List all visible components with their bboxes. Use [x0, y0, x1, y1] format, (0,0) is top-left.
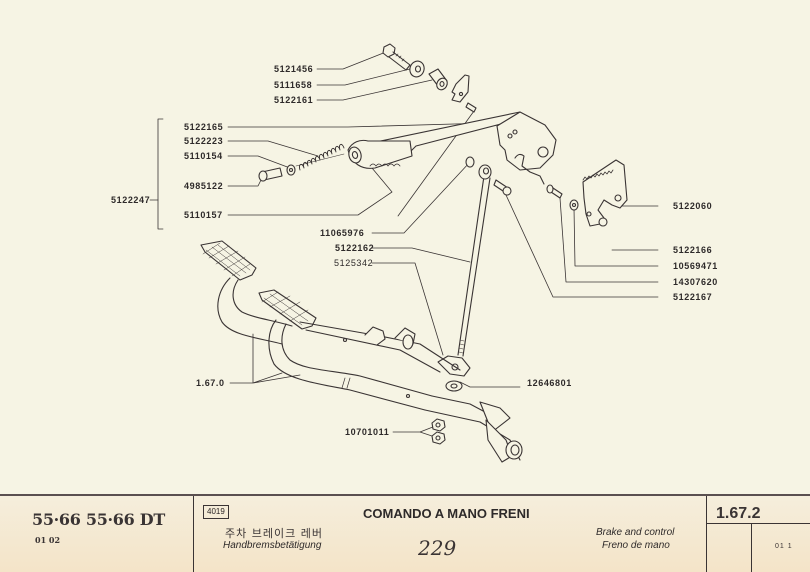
page-title-korean: 주차 브레이크 레버	[225, 527, 323, 540]
washer-icon	[409, 60, 425, 78]
small-washer-icon	[286, 164, 296, 176]
divider	[706, 523, 810, 524]
part-label[interactable]: 12646801	[527, 378, 572, 388]
part-label[interactable]: 5121456	[274, 64, 314, 74]
divider	[193, 496, 194, 572]
washer-icon	[569, 199, 579, 211]
pawl-plate-icon	[451, 74, 477, 113]
reference-number: 1.67.2	[716, 505, 761, 522]
revision-code: 01 1	[775, 543, 793, 550]
part-label[interactable]: 5111658	[274, 80, 313, 90]
divider	[706, 496, 707, 572]
leader-14307620	[559, 197, 659, 283]
part-label-assembly[interactable]: 5122247	[111, 195, 151, 205]
part-label[interactable]: 5122162	[335, 243, 375, 253]
pedal-assembly	[200, 240, 523, 463]
page-title-italian: COMANDO A MANO FRENI	[363, 506, 530, 521]
leader-5122223	[227, 140, 319, 157]
part-label[interactable]: 5125342	[334, 258, 374, 268]
page-title-german: Handbremsbetätigung	[223, 540, 322, 551]
part-label[interactable]: 5122060	[673, 201, 713, 211]
part-label[interactable]: 10701011	[345, 427, 390, 437]
leader-5110157	[227, 167, 393, 216]
leader-5125342	[371, 262, 444, 356]
exploded-parts-diagram	[149, 43, 659, 463]
leader-5111658	[316, 66, 419, 86]
bolt-icon	[546, 184, 563, 199]
part-label[interactable]: 14307620	[673, 277, 718, 287]
page-title-english: Brake and control	[596, 527, 675, 538]
brake-rod	[457, 156, 512, 357]
part-label[interactable]: 5110157	[184, 210, 223, 220]
leader-12646801	[459, 381, 521, 388]
handbrake-lever	[347, 111, 557, 185]
leader-10569471	[573, 207, 659, 267]
spring-icon	[295, 143, 345, 171]
model-variant-codes: 01 02	[35, 535, 61, 545]
part-label[interactable]: 10569471	[673, 261, 718, 271]
leader-5122161	[316, 79, 433, 101]
part-label-assembly-ref[interactable]: 1.67.0	[196, 378, 225, 388]
part-label[interactable]: 5122223	[184, 136, 224, 146]
leader-10701011	[392, 424, 439, 439]
part-label[interactable]: 5122165	[184, 122, 224, 132]
title-block: 55·66 55·66 DT 01 02 4019 COMANDO A MANO…	[0, 494, 810, 572]
ratchet-sector	[582, 159, 628, 227]
part-label[interactable]: 5122167	[673, 292, 713, 302]
part-label[interactable]: 11065976	[320, 228, 365, 238]
leader-11065976	[371, 161, 471, 234]
group-code-box: 4019	[203, 505, 229, 519]
leader-5121456	[316, 51, 387, 70]
page-title-spanish: Freno de mano	[602, 540, 670, 551]
model-name: 55·66 55·66 DT	[32, 510, 165, 529]
nut-icon	[431, 418, 446, 445]
spacer-icon	[428, 68, 448, 91]
part-label[interactable]: 5122166	[673, 245, 713, 255]
leader-5122167	[505, 194, 659, 298]
leader-5122165	[227, 122, 491, 128]
leader-5122162	[371, 247, 471, 263]
leader-5110154	[227, 155, 291, 169]
handwritten-page-number: 229	[418, 536, 457, 560]
bracket-5122247	[157, 118, 164, 230]
adjuster-nut-icon	[437, 355, 471, 392]
part-label[interactable]: 5110154	[184, 151, 223, 161]
pin-icon	[258, 167, 283, 182]
divider	[751, 523, 752, 572]
part-label[interactable]: 5122161	[274, 95, 314, 105]
bolt-icon	[382, 43, 411, 71]
part-label[interactable]: 4985122	[184, 181, 224, 191]
leader-4985122	[227, 177, 263, 187]
